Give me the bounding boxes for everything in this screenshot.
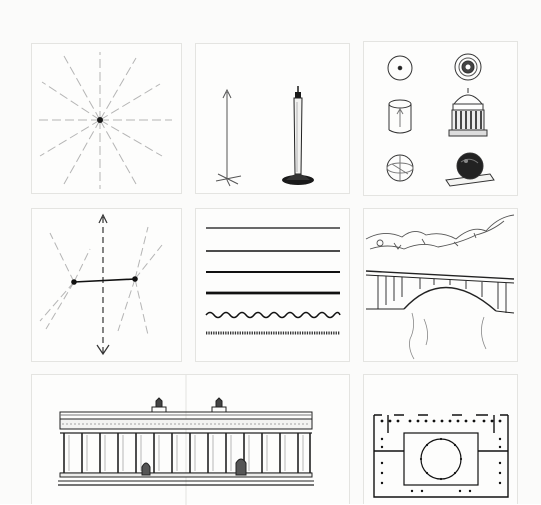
mountain-ridge bbox=[366, 215, 514, 239]
panel-building-elevation bbox=[31, 374, 350, 504]
line-weights-drawing bbox=[196, 209, 349, 361]
panel-radiating-point bbox=[31, 43, 182, 194]
panel-two-points-with-axis bbox=[31, 208, 182, 362]
panel-landscape-with-bridge bbox=[363, 208, 518, 362]
landscape-drawing bbox=[364, 209, 517, 361]
bridge bbox=[366, 271, 514, 313]
right-point bbox=[132, 276, 138, 282]
two-points-drawing bbox=[32, 209, 181, 361]
left-point bbox=[71, 279, 77, 285]
floor-plan-drawing bbox=[364, 375, 517, 505]
center-point bbox=[97, 117, 103, 123]
roof-statues bbox=[152, 398, 226, 412]
globe-solid bbox=[446, 153, 494, 186]
sphere-solid bbox=[387, 155, 413, 181]
vertical-line-drawing bbox=[196, 44, 349, 193]
panel-line-weights bbox=[195, 208, 350, 362]
solids-drawing bbox=[364, 42, 517, 195]
rotunda-solid bbox=[449, 88, 487, 136]
radiating-lines-drawing bbox=[32, 44, 181, 193]
panel-geometric-solids bbox=[363, 41, 518, 196]
cylinder-solid bbox=[389, 100, 411, 133]
column-drawing bbox=[282, 86, 314, 185]
elevation-drawing bbox=[32, 375, 349, 505]
panel-vertical-line-and-column bbox=[195, 43, 350, 194]
panel-floor-plan bbox=[363, 374, 518, 504]
colonnade bbox=[64, 433, 310, 473]
